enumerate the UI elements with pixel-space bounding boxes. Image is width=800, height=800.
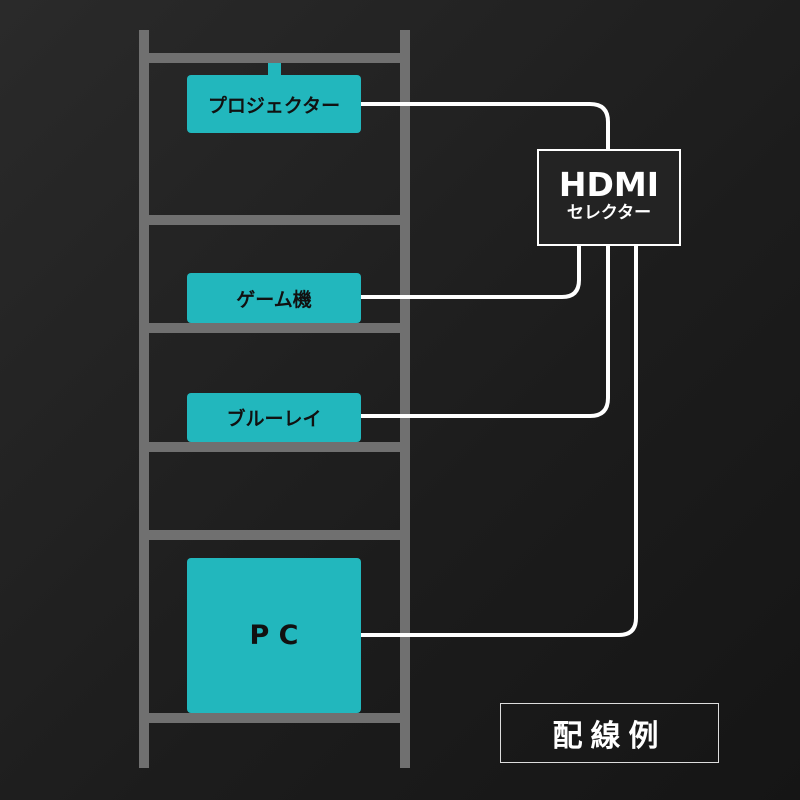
game-console-box: ゲーム機: [187, 273, 361, 323]
shelf: [149, 53, 400, 63]
bluray-label: ブルーレイ: [226, 408, 322, 430]
bluray-box: ブルーレイ: [187, 393, 361, 442]
cable-projector: [361, 102, 610, 149]
caption-label: 配線例: [552, 719, 667, 754]
hdmi-selector-subtitle: セレクター: [566, 203, 652, 223]
shelf: [149, 442, 400, 452]
game-console-label: ゲーム機: [236, 288, 312, 311]
cable-game: [361, 245, 581, 299]
cable-bluray: [361, 245, 610, 418]
pc-label: P C: [249, 620, 299, 651]
rack: [139, 30, 410, 768]
cables: [361, 102, 638, 637]
hdmi-selector-title: HDMI: [558, 165, 660, 204]
hdmi-selector-box: HDMI セレクター: [537, 149, 681, 246]
projector-mount: [268, 63, 281, 76]
shelf: [149, 323, 400, 333]
cable-pc: [361, 245, 638, 637]
shelf: [149, 530, 400, 540]
caption-box: 配線例: [500, 703, 719, 763]
pc-box: P C: [187, 558, 361, 713]
rack-post-right: [400, 30, 410, 768]
projector-label: プロジェクター: [207, 94, 341, 117]
projector-box: プロジェクター: [187, 75, 361, 133]
shelf: [149, 713, 400, 723]
rack-post-left: [139, 30, 149, 768]
shelf: [149, 215, 400, 225]
